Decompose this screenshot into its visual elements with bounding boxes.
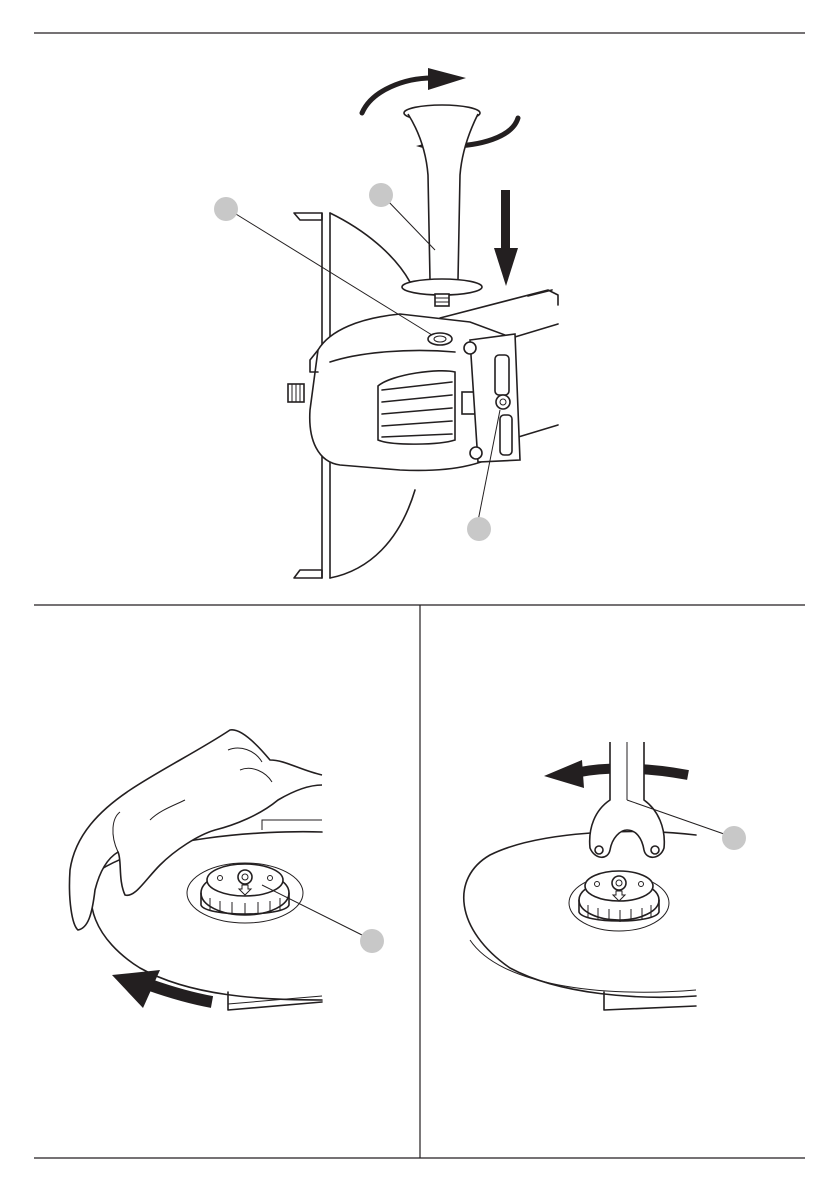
flange-nut [187,863,303,923]
spindle [288,384,304,402]
callout-leader [231,211,432,335]
callout-marker [722,826,746,850]
callout-leader [386,199,435,250]
two-pin-spanner-flange-nut-icon [464,742,746,1010]
side-handle [402,105,482,306]
callout-marker [360,929,384,953]
callout-marker [369,183,393,207]
two-pin-spanner [590,742,665,857]
callout-marker [214,197,238,221]
hand-tighten-flange-nut-icon [69,730,384,1010]
callout-marker [467,517,491,541]
angle-grinder-side-handle-icon [214,68,558,578]
push-down-arrow-icon [494,190,518,286]
flange-nut [569,871,669,931]
